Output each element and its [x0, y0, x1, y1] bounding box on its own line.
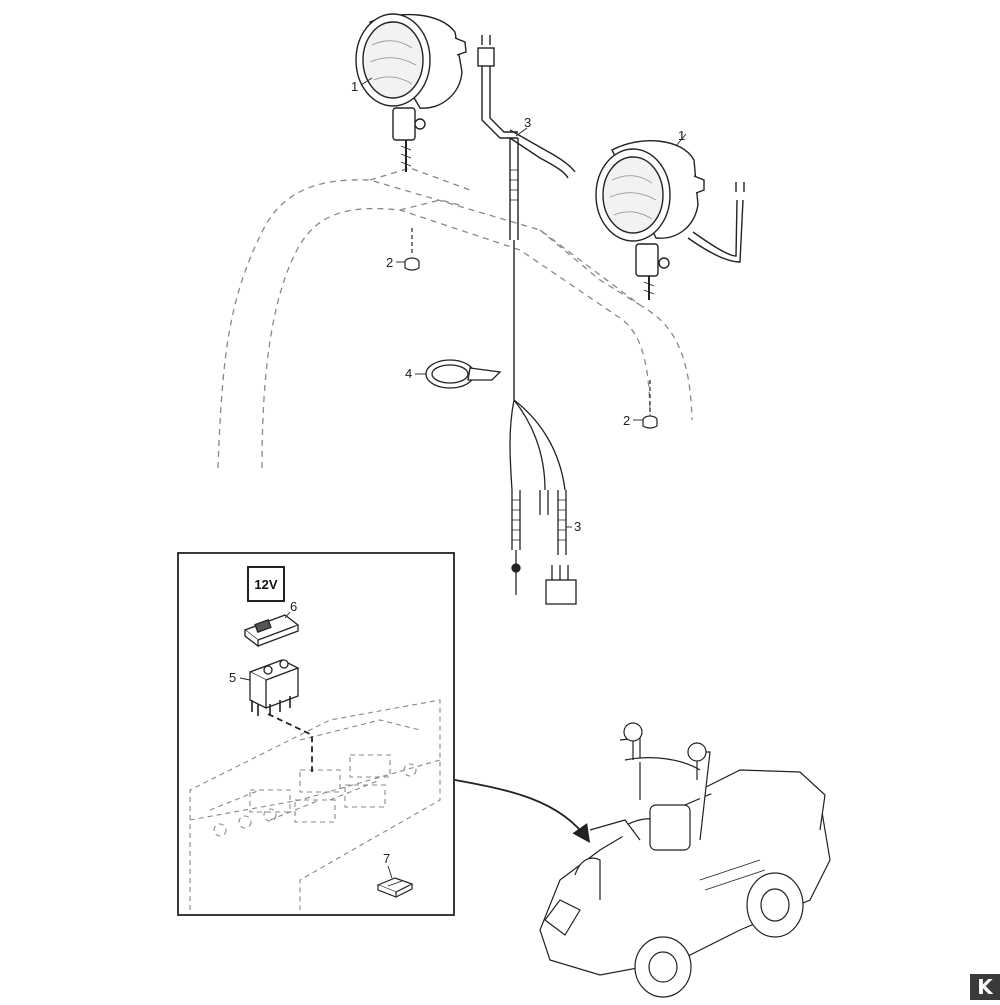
- brand-logo: K: [970, 974, 1000, 1000]
- callout-cable-tie: 4: [405, 366, 413, 381]
- callout-harness-top: 3: [524, 115, 532, 130]
- callout-harness-bottom: 3: [574, 519, 582, 534]
- wiring-harness-top: [477, 35, 576, 400]
- right-lamp-cable: [687, 182, 745, 263]
- roll-bar-outline: [217, 167, 693, 469]
- fuse: [376, 877, 414, 898]
- nut-left: [404, 228, 420, 271]
- callout-fuse: 7: [383, 851, 391, 866]
- nut-right: [642, 380, 658, 429]
- dashboard-panel-outline: [189, 699, 441, 910]
- rocker-switch: [248, 659, 313, 772]
- brand-logo-letter: K: [977, 975, 993, 999]
- pointer-arrow: [454, 779, 591, 843]
- cable-tie: [425, 359, 502, 389]
- work-lamp-right: [595, 140, 705, 300]
- work-lamp-left: [355, 13, 467, 172]
- callout-lamp-right: 1: [678, 128, 686, 143]
- callout-switch-cap: 6: [290, 599, 298, 614]
- callout-nut-right: 2: [623, 413, 631, 428]
- callout-nut-left: 2: [386, 255, 394, 270]
- wiring-harness-bottom: [509, 399, 577, 605]
- switch-cap: [243, 614, 300, 648]
- voltage-badge: 12V: [247, 566, 285, 602]
- inset-frame: [177, 552, 455, 916]
- callout-rocker-switch: 5: [229, 670, 237, 685]
- vehicle-illustration: [539, 722, 831, 998]
- callout-lamp-left: 1: [351, 79, 359, 94]
